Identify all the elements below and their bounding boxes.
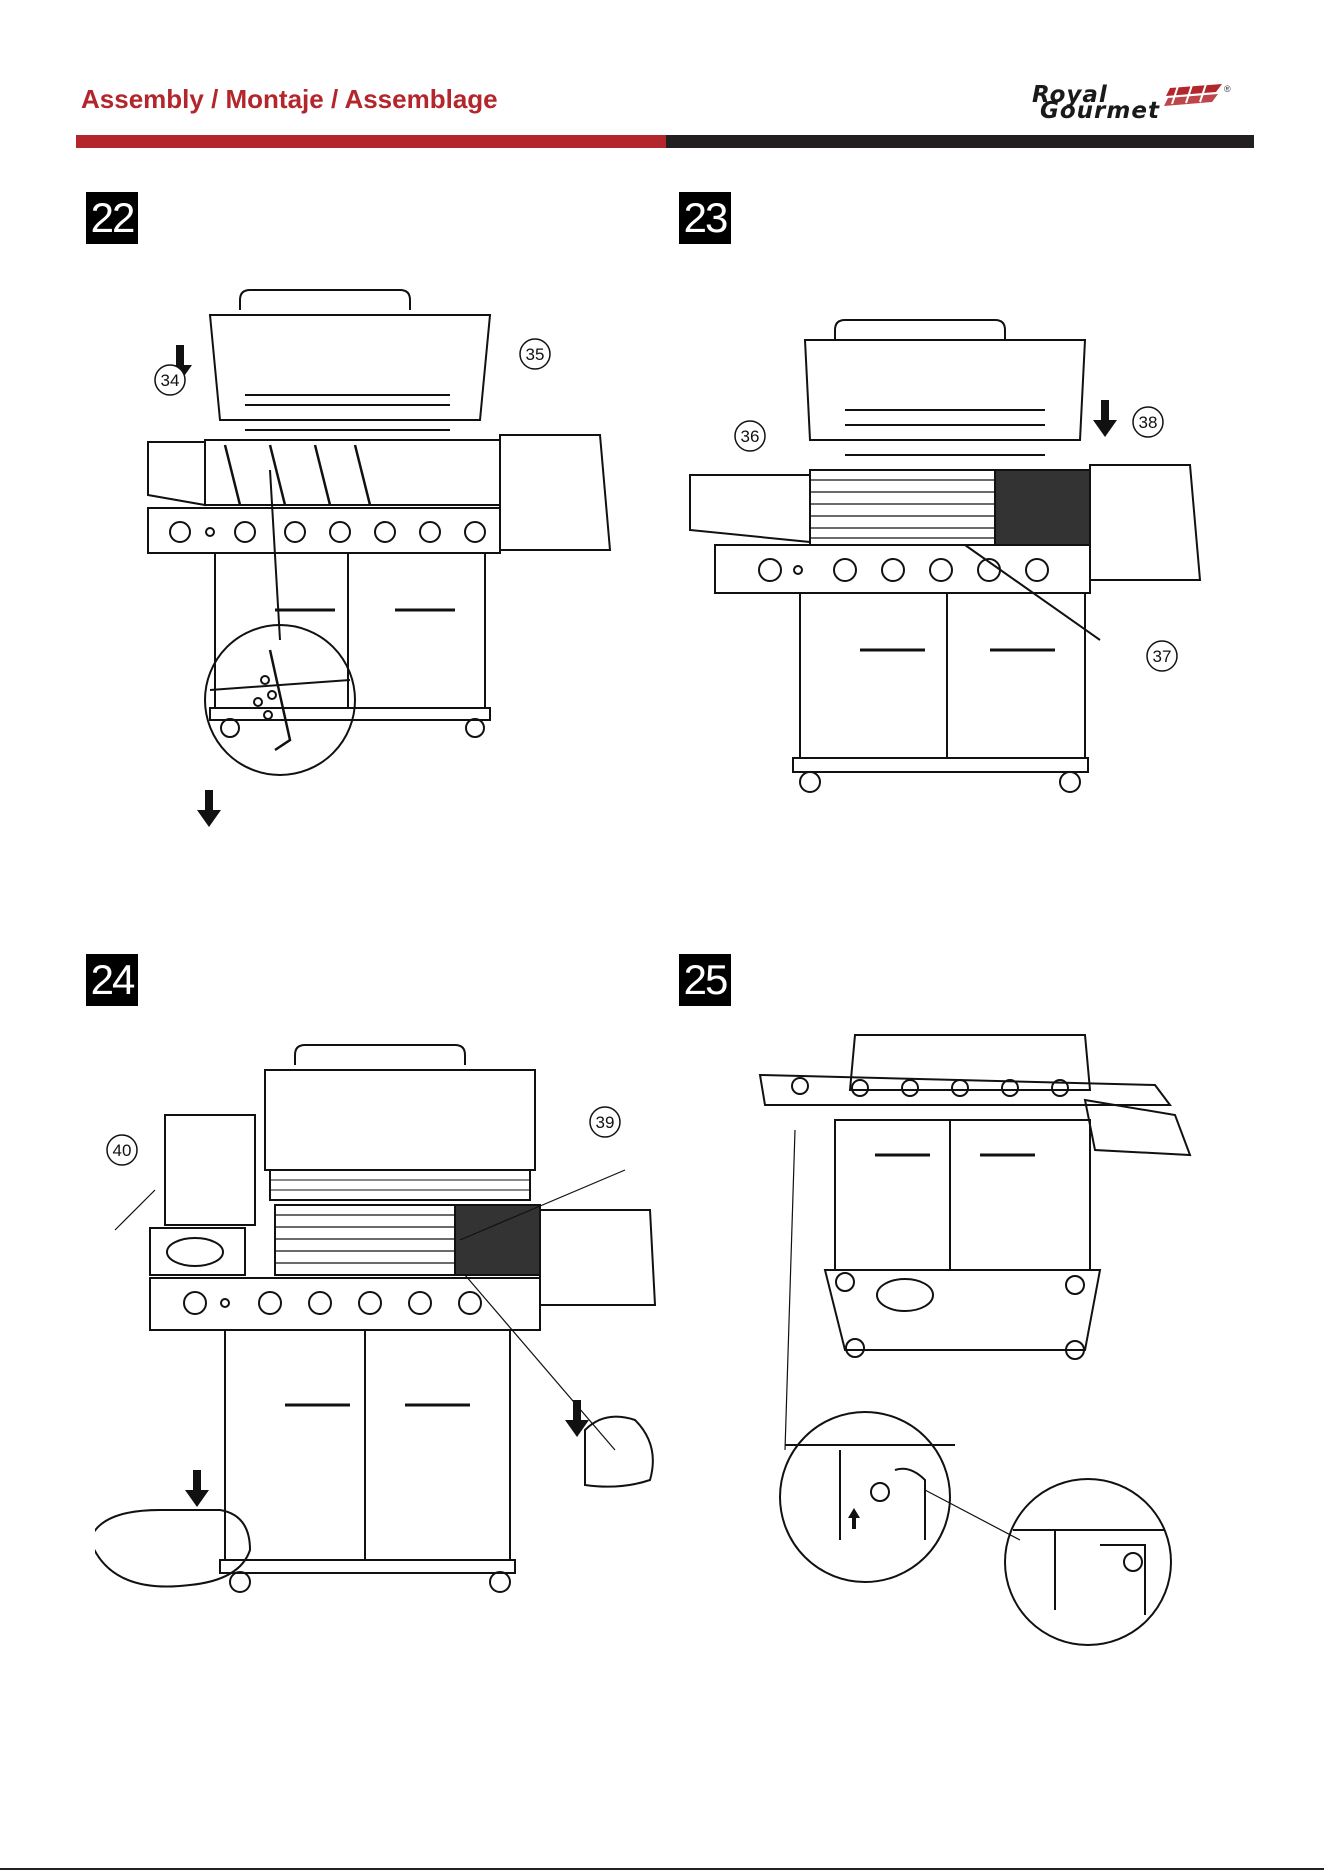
- callout-40: 40: [102, 1130, 162, 1170]
- callout-35: 35: [515, 334, 575, 374]
- logo-flag-icon: [1164, 84, 1224, 106]
- step-23-illustration: [685, 280, 1205, 840]
- svg-text:34: 34: [161, 371, 180, 390]
- arrow-down-icon: [1093, 400, 1117, 437]
- registered-mark: ®: [1224, 84, 1231, 94]
- callout-37: 37: [1142, 636, 1202, 676]
- svg-text:40: 40: [113, 1141, 132, 1160]
- svg-text:36: 36: [741, 427, 760, 446]
- logo-text-gourmet: Gourmet: [1040, 98, 1160, 124]
- brand-logo: Royal Gourmet ®: [1026, 82, 1246, 122]
- arrow-down-icon: [185, 1400, 589, 1507]
- callout-39: 39: [585, 1102, 645, 1142]
- header-bar-dark: [666, 135, 1254, 148]
- step-number-22: 22: [86, 192, 138, 244]
- step-number-25: 25: [679, 954, 731, 1006]
- footer-rule: [0, 1868, 1324, 1870]
- callout-38: 38: [1128, 402, 1188, 442]
- step-number-24: 24: [86, 954, 138, 1006]
- arrow-up-icon: [848, 1508, 860, 1529]
- svg-text:39: 39: [596, 1113, 615, 1132]
- svg-text:38: 38: [1139, 413, 1158, 432]
- arrow-down-icon: [168, 345, 221, 827]
- step-25-illustration: [755, 1030, 1205, 1650]
- callout-34: 34: [150, 360, 210, 400]
- step-number-23: 23: [679, 192, 731, 244]
- page-title: Assembly / Montaje / Assemblage: [81, 84, 498, 115]
- callout-36: 36: [730, 416, 790, 456]
- header-bar-red: [76, 135, 666, 148]
- svg-text:37: 37: [1153, 647, 1172, 666]
- svg-text:35: 35: [526, 345, 545, 364]
